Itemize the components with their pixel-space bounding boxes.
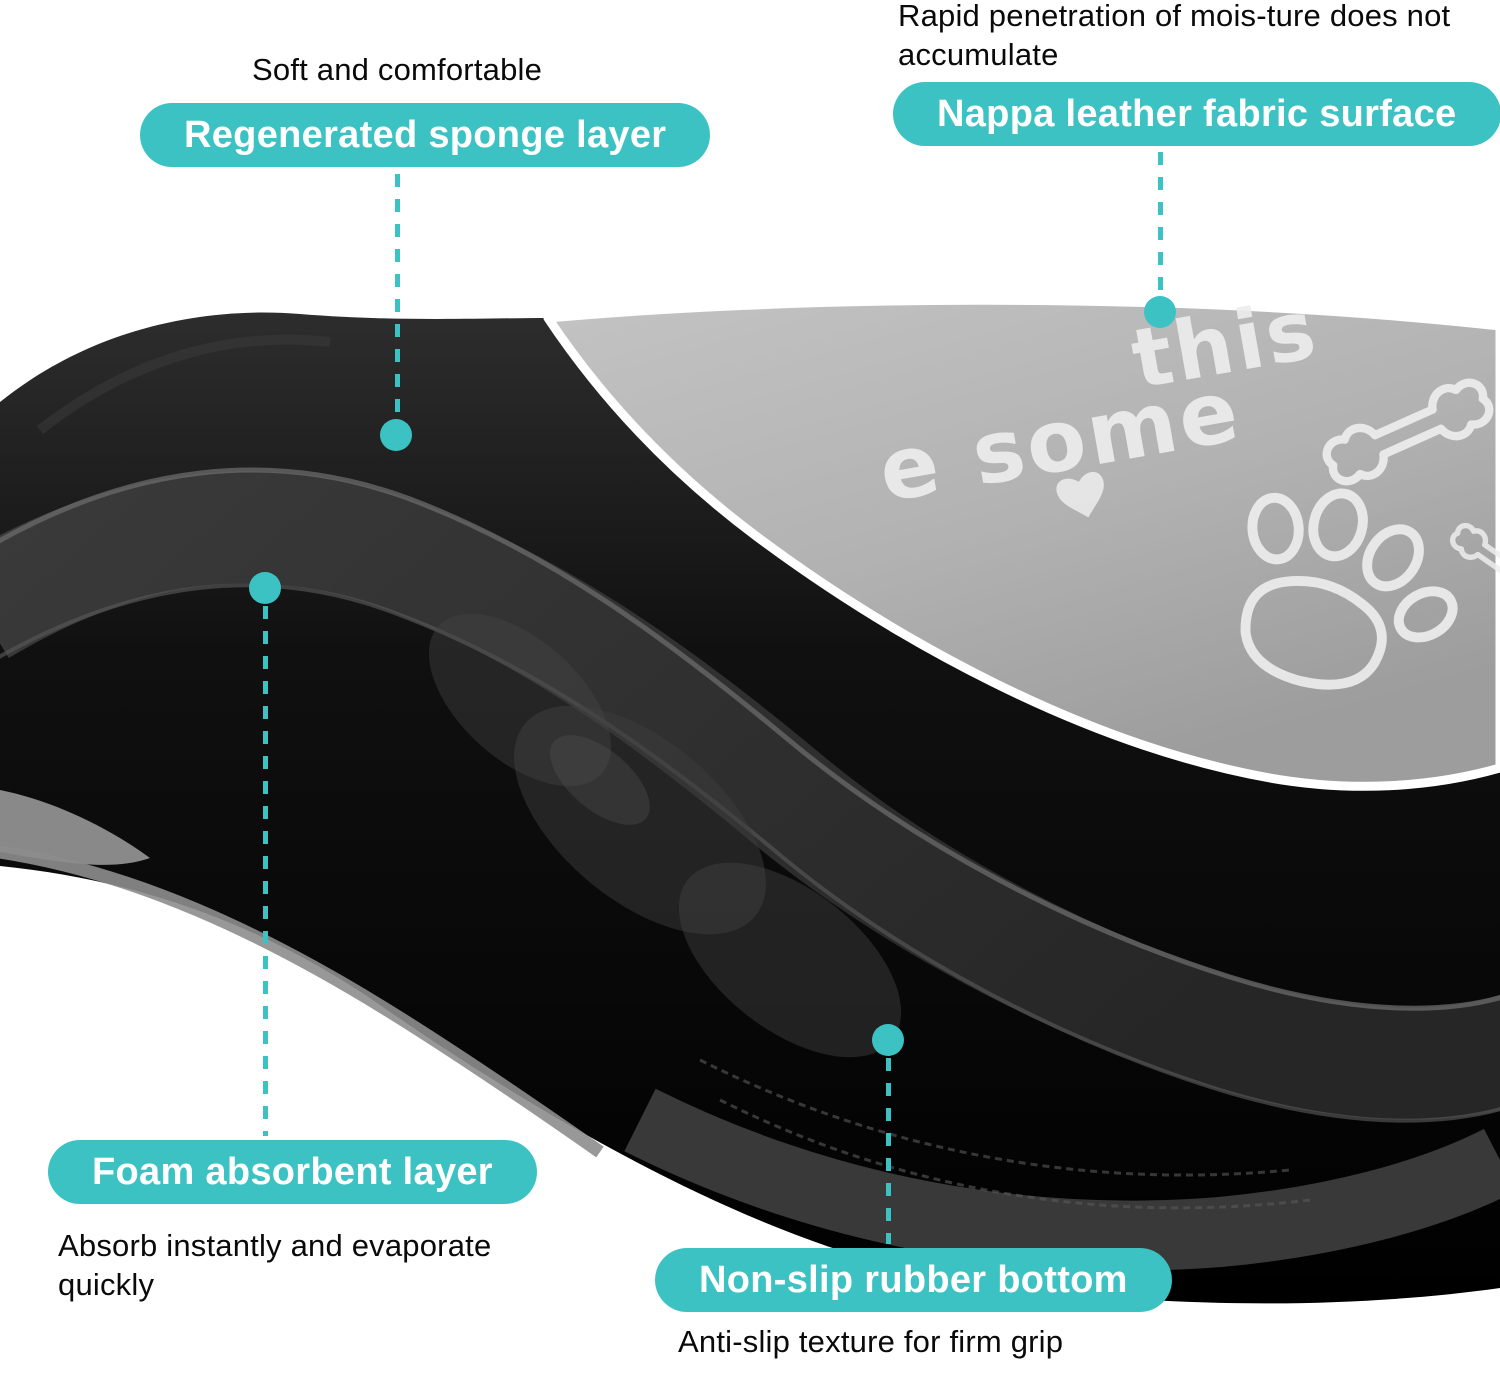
callout-pill-sponge: Regenerated sponge layer xyxy=(140,103,711,167)
leader-dot-rubber xyxy=(872,1024,904,1056)
heart-icon xyxy=(1056,471,1104,518)
foam-texture xyxy=(428,613,612,787)
leader-line-foam xyxy=(263,606,268,1136)
rubber-texture-line xyxy=(699,1058,1291,1177)
foam-texture xyxy=(514,705,766,935)
foam-texture xyxy=(678,862,902,1058)
fabric-print: this e some xyxy=(872,282,1500,690)
bone-icon xyxy=(1322,378,1494,486)
callout-pill-rubber: Non-slip rubber bottom xyxy=(655,1248,1172,1312)
callout-note-sponge: Soft and comfortable xyxy=(252,52,543,87)
mat-highlight xyxy=(36,334,331,434)
rubber-texture-band xyxy=(624,1088,1500,1271)
mat-foam-layer xyxy=(0,471,1500,1120)
mat-bottom-edge xyxy=(0,790,150,865)
leader-line-rubber xyxy=(886,1058,891,1244)
callout-note-leather: Rapid penetration of mois-ture does not … xyxy=(898,0,1451,73)
paw-icon xyxy=(1240,488,1458,690)
callout-pill-foam: Foam absorbent layer xyxy=(48,1140,537,1204)
mat-bottom-edge-line xyxy=(0,845,604,1158)
leader-dot-foam xyxy=(249,572,281,604)
rubber-texture-line xyxy=(719,1098,1311,1210)
mat-layer-seam-top xyxy=(0,467,1500,1011)
leader-line-sponge xyxy=(395,174,400,420)
bone-icon xyxy=(1450,522,1500,598)
callout-note-foam: Absorb instantly and evaporate quickly xyxy=(58,1228,492,1303)
foam-texture xyxy=(550,735,650,825)
callout-note-rubber: Anti-slip texture for firm grip xyxy=(678,1324,1064,1359)
leader-line-leather xyxy=(1158,152,1163,298)
leader-dot-leather xyxy=(1144,296,1176,328)
callout-pill-leather: Nappa leather fabric surface xyxy=(893,82,1500,146)
leader-dot-sponge xyxy=(380,419,412,451)
